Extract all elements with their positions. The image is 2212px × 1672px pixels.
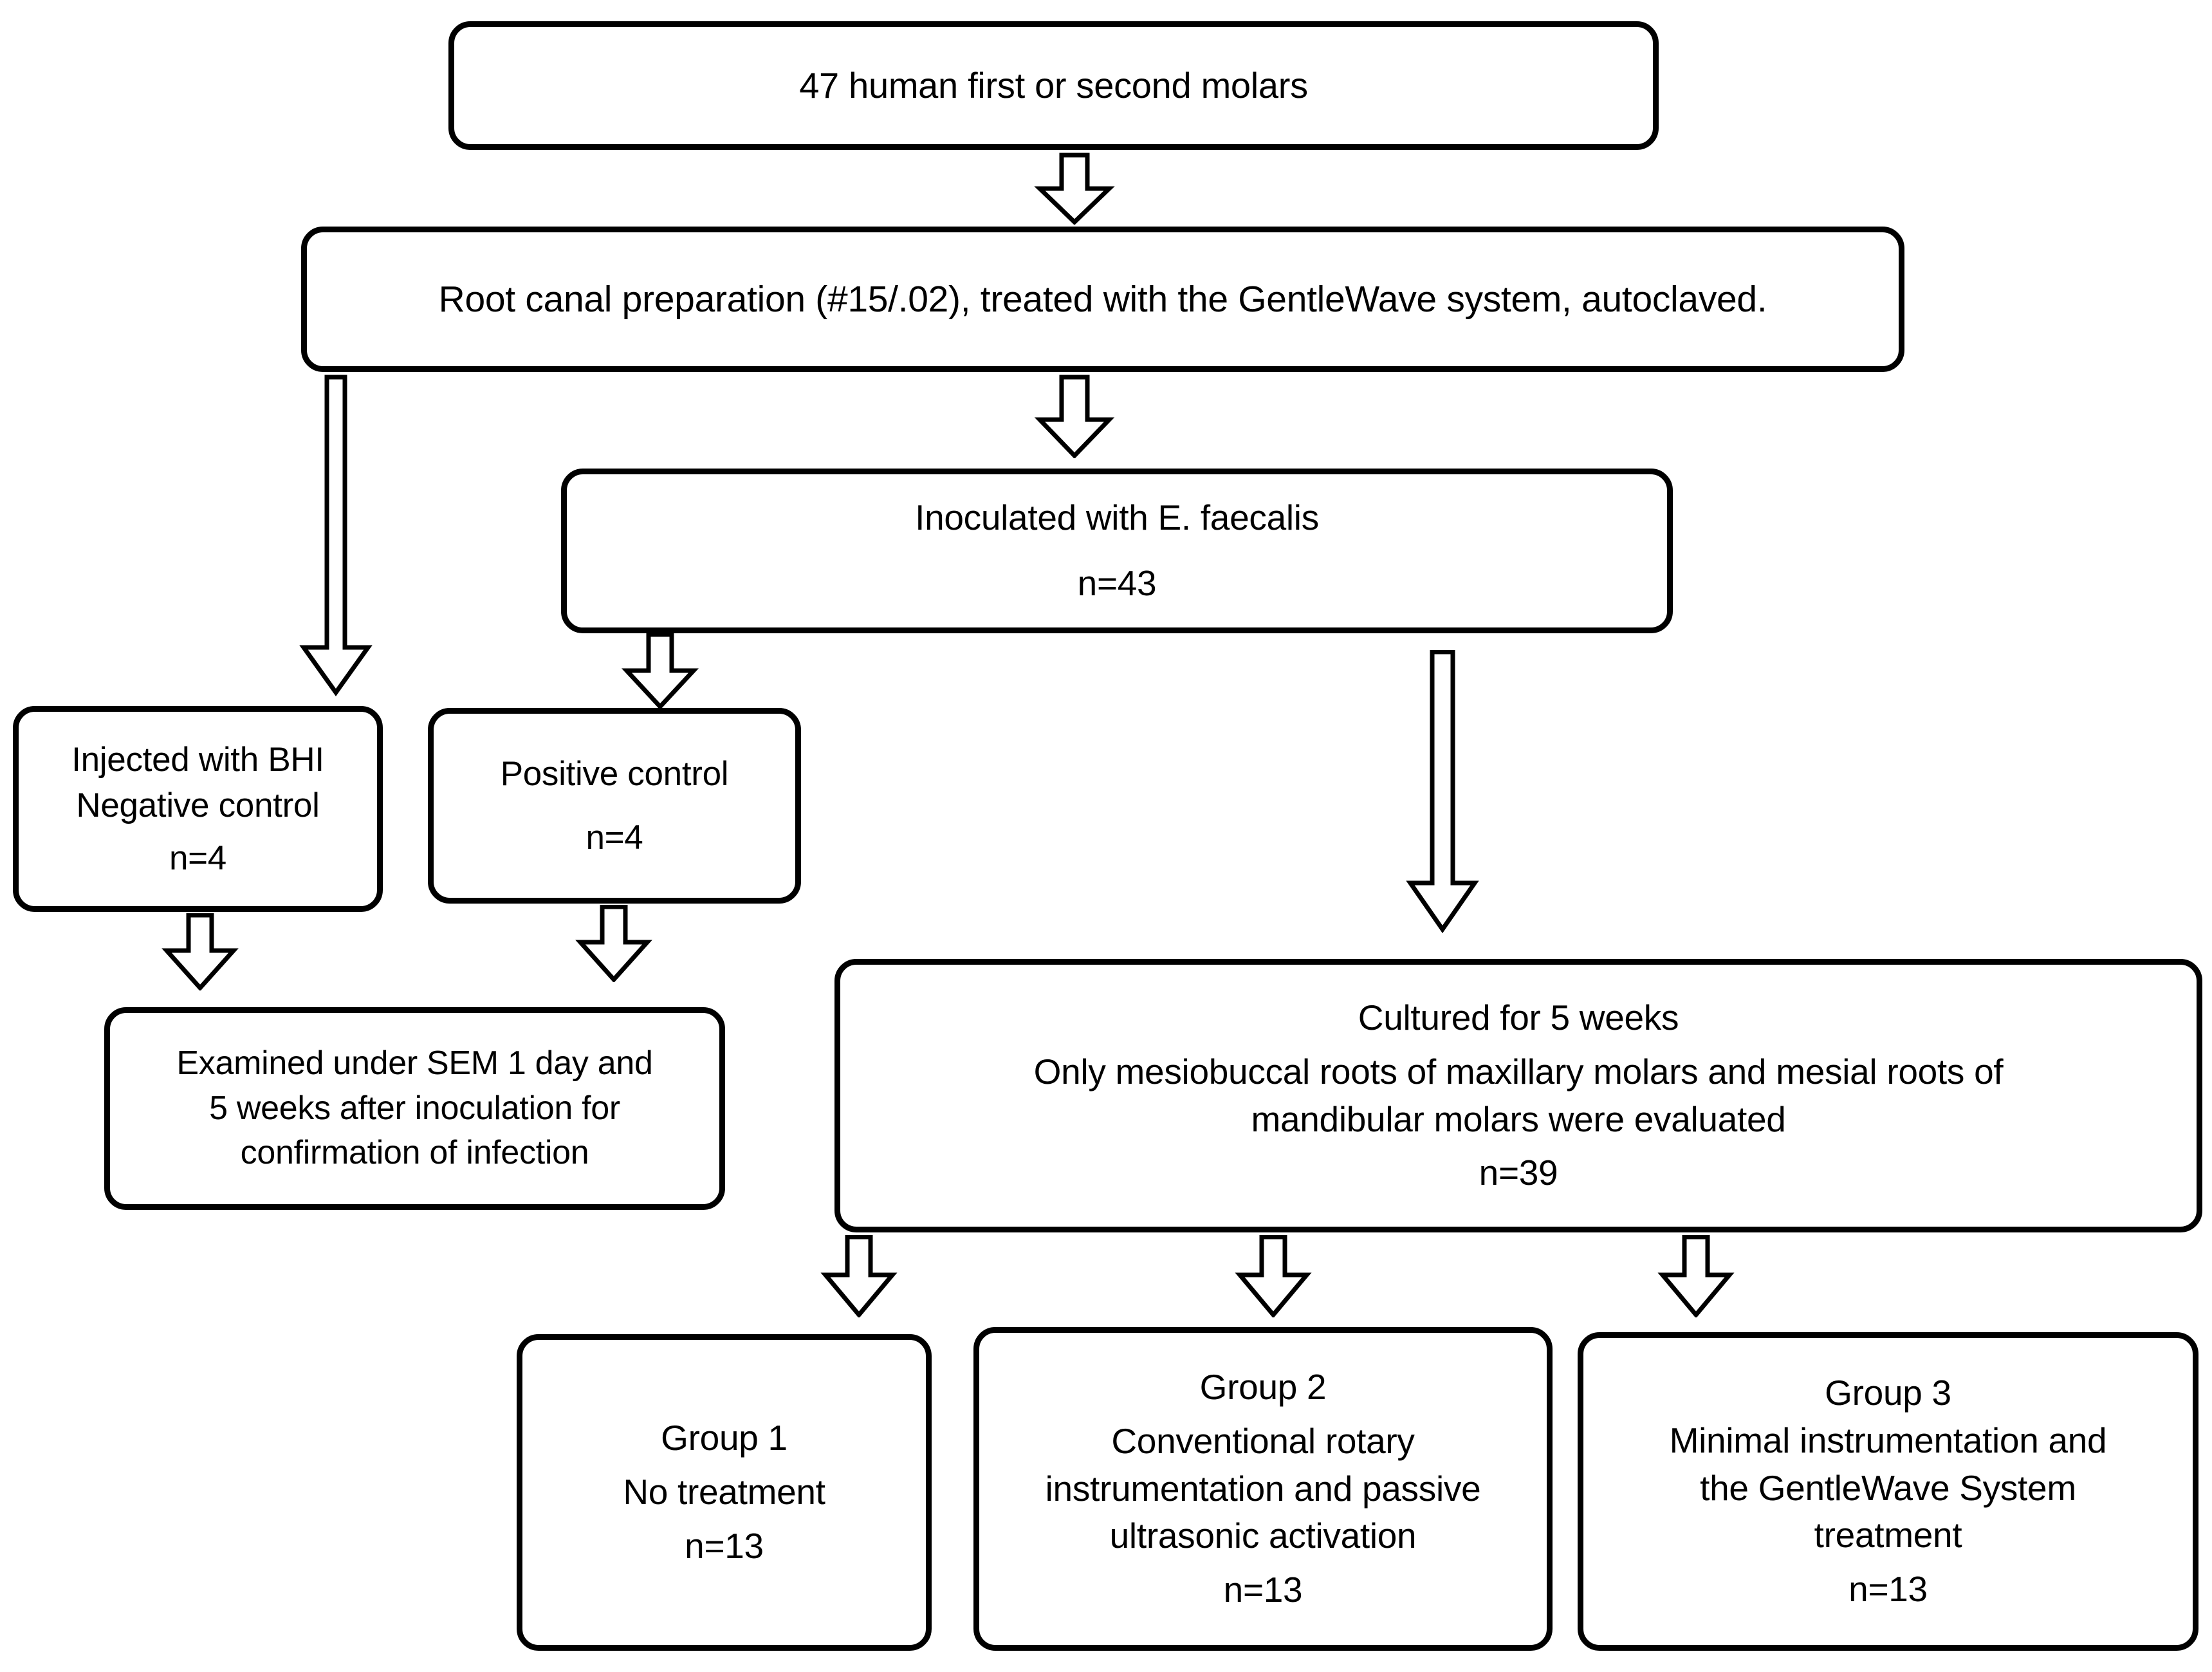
- node-group-3-count: n=13: [1848, 1569, 1928, 1610]
- node-group-2-desc-2: instrumentation and passive: [1045, 1468, 1481, 1509]
- arrow-prep-to-negative-control: [288, 375, 383, 696]
- node-cultured-line-2: Only mesiobuccal roots of maxillary mola…: [1033, 1051, 2004, 1091]
- node-group-3-desc-3: treatment: [1814, 1515, 1962, 1556]
- arrow-cultured-to-group-3: [1648, 1235, 1744, 1317]
- arrow-cultured-to-group-1: [811, 1235, 907, 1317]
- node-negative-control-line-2: Negative control: [76, 786, 320, 825]
- node-group-3: Group 3 Minimal instrumentation and the …: [1578, 1332, 2198, 1651]
- node-negative-control: Injected with BHI Negative control n=4: [13, 706, 383, 912]
- node-inoculated-line-1: Inoculated with E. faecalis: [915, 497, 1319, 538]
- node-negative-control-count: n=4: [169, 839, 226, 877]
- node-group-3-title: Group 3: [1825, 1373, 1951, 1413]
- arrow-cultured-to-group-2: [1226, 1235, 1321, 1317]
- arrow-prep-to-inoculated: [1027, 375, 1122, 458]
- node-sem-line-1: Examined under SEM 1 day and: [176, 1044, 653, 1082]
- node-cultured-line-3: mandibular molars were evaluated: [1251, 1099, 1786, 1139]
- node-cultured-five-weeks: Cultured for 5 weeks Only mesiobuccal ro…: [834, 959, 2202, 1232]
- node-total-molars: 47 human first or second molars: [448, 21, 1659, 150]
- node-group-1-count: n=13: [685, 1525, 764, 1566]
- node-sem-examination: Examined under SEM 1 day and 5 weeks aft…: [104, 1007, 725, 1210]
- node-sem-line-3: confirmation of infection: [240, 1134, 589, 1172]
- node-positive-control: Positive control n=4: [428, 708, 801, 904]
- arrow-negative-control-to-sem: [152, 913, 248, 990]
- node-inoculated-e-faecalis: Inoculated with E. faecalis n=43: [561, 469, 1673, 633]
- node-negative-control-line-1: Injected with BHI: [71, 741, 324, 779]
- node-group-2-desc-1: Conventional rotary: [1111, 1420, 1415, 1461]
- node-root-canal-preparation: Root canal preparation (#15/.02), treate…: [301, 227, 1904, 372]
- node-cultured-count: n=39: [1479, 1153, 1558, 1193]
- node-total-molars-line-1: 47 human first or second molars: [799, 65, 1308, 106]
- node-group-3-desc-2: the GentleWave System: [1700, 1467, 2076, 1508]
- node-group-2-desc-3: ultrasonic activation: [1109, 1516, 1417, 1556]
- node-positive-control-line-1: Positive control: [500, 754, 729, 793]
- node-cultured-line-1: Cultured for 5 weeks: [1358, 998, 1679, 1038]
- node-group-2-count: n=13: [1223, 1570, 1303, 1610]
- node-group-1-title: Group 1: [661, 1418, 788, 1458]
- arrow-molars-to-prep: [1027, 153, 1122, 225]
- node-root-canal-preparation-line-1: Root canal preparation (#15/.02), treate…: [438, 278, 1767, 320]
- node-group-2: Group 2 Conventional rotary instrumentat…: [973, 1327, 1553, 1651]
- arrow-inoculated-to-positive-control: [613, 633, 708, 709]
- node-sem-line-2: 5 weeks after inoculation for: [209, 1089, 620, 1127]
- arrow-positive-control-to-sem: [566, 905, 661, 982]
- node-group-1: Group 1 No treatment n=13: [517, 1334, 932, 1651]
- node-inoculated-count: n=43: [1077, 563, 1157, 603]
- node-positive-control-count: n=4: [585, 819, 643, 857]
- arrow-inoculated-to-cultured: [1395, 650, 1490, 933]
- node-group-1-desc: No treatment: [623, 1472, 825, 1512]
- node-group-3-desc-1: Minimal instrumentation and: [1669, 1420, 2107, 1460]
- node-group-2-title: Group 2: [1199, 1367, 1327, 1407]
